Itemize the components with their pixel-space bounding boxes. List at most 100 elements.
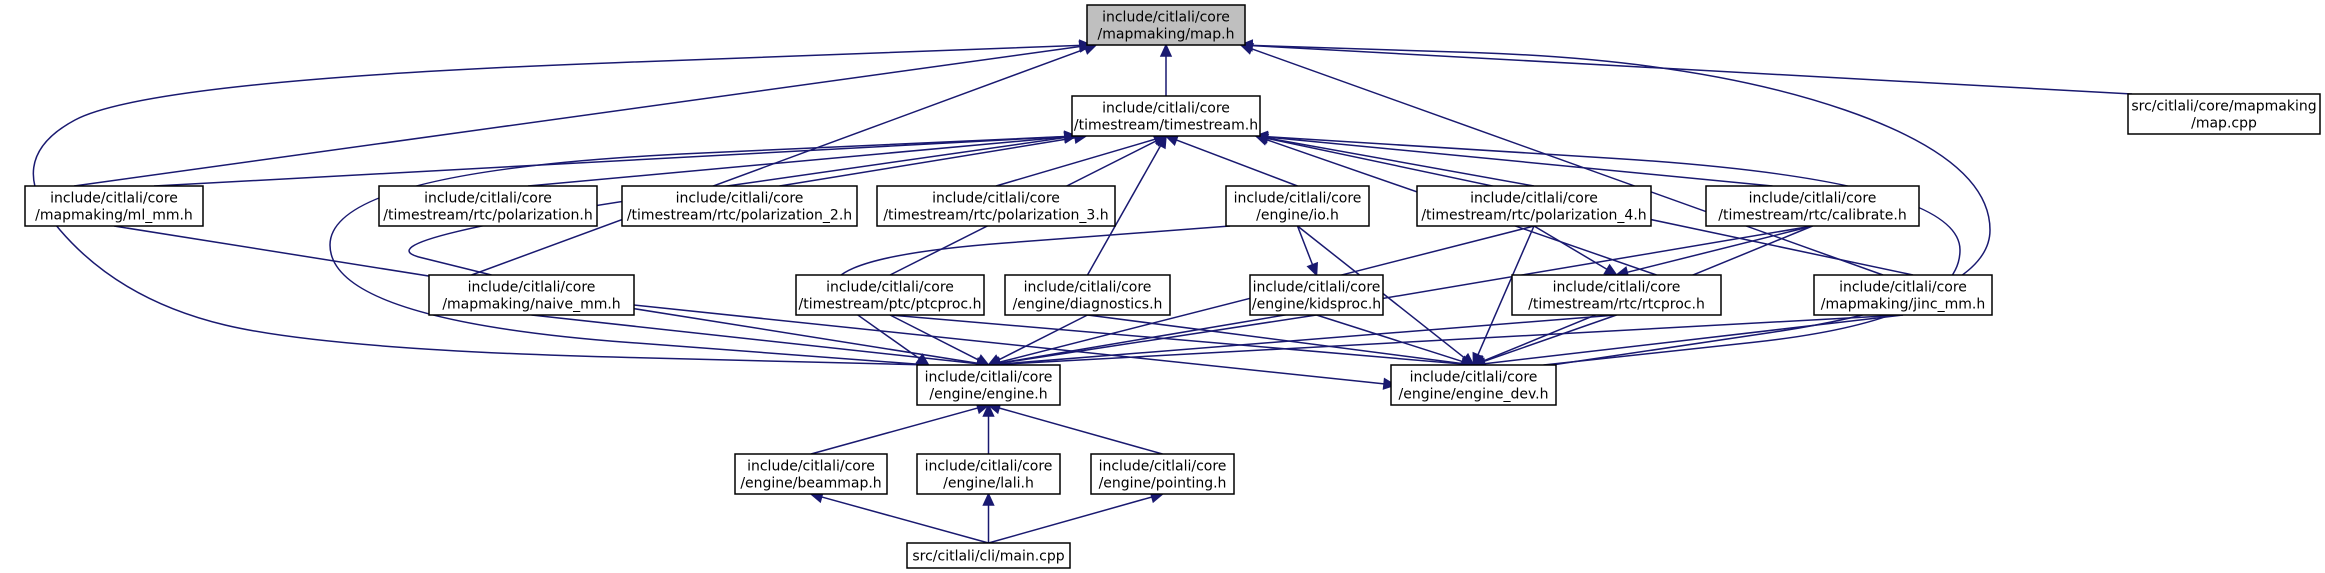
node-naive-mm-h[interactable]: include/citlali/core/mapmaking/naive_mm.… xyxy=(428,274,635,316)
node-map-h[interactable]: include/citlali/core/mapmaking/map.h xyxy=(1086,4,1246,46)
edge-pointing_h-to-engine_h xyxy=(986,402,1163,455)
edge-line xyxy=(1251,44,2133,95)
edge-engine_h-to-timestream_h xyxy=(329,130,1078,366)
edge-line xyxy=(1251,48,1884,276)
nodes-layer: include/citlali/core/mapmaking/map.h src/… xyxy=(24,4,2321,569)
node-engine-h[interactable]: include/citlali/core/engine/engine.h xyxy=(916,364,1061,406)
node-beammap-h[interactable]: include/citlali/core/engine/beammap.h xyxy=(734,453,888,495)
node-label-line: /timestream/rtc/polarization_3.h xyxy=(883,208,1108,224)
node-map-cpp[interactable]: src/citlali/core/mapmaking/map.cpp xyxy=(2127,93,2321,135)
node-box xyxy=(1390,364,1557,406)
node-box xyxy=(1416,185,1652,227)
node-label-line: include/citlali/core xyxy=(925,370,1053,386)
node-label-line: /mapmaking/naive_mm.h xyxy=(442,297,620,313)
arrow-head xyxy=(1063,130,1078,143)
edge-engine_h-to-map_h xyxy=(32,39,1093,366)
edge-lali_h-to-engine_h xyxy=(982,403,995,454)
node-label-line: include/citlali/core xyxy=(1102,101,1230,117)
arrow-head xyxy=(1239,39,1253,52)
edge-engine_dev_h-to-map_h xyxy=(1239,39,1991,366)
node-box xyxy=(1705,185,1920,227)
node-kidsproc-h[interactable]: include/citlali/core/engine/kidsproc.h xyxy=(1249,274,1384,316)
arrow-head xyxy=(915,353,930,367)
node-calibrate-h[interactable]: include/citlali/core/timestream/rtc/cali… xyxy=(1705,185,1920,227)
node-box xyxy=(2127,93,2321,135)
node-polarization-2-h[interactable]: include/citlali/core/timestream/rtc/pola… xyxy=(621,185,858,227)
edge-naive_mm_h-to-engine_dev_h xyxy=(633,304,1397,390)
node-box xyxy=(1511,274,1722,316)
node-polarization-4-h[interactable]: include/citlali/core/timestream/rtc/pola… xyxy=(1416,185,1652,227)
node-box xyxy=(428,274,635,316)
node-box xyxy=(621,185,858,227)
node-label-line: /timestream/ptc/ptcproc.h xyxy=(799,297,982,313)
edge-main_cpp-to-beammap_h xyxy=(809,491,989,544)
node-lali-h[interactable]: include/citlali/core/engine/lali.h xyxy=(916,453,1061,495)
node-label-line: /timestream/rtc/polarization.h xyxy=(383,208,592,224)
node-pointing-h[interactable]: include/citlali/core/engine/pointing.h xyxy=(1090,453,1235,495)
node-label-line: include/citlali/core xyxy=(1234,191,1362,207)
node-box xyxy=(1225,185,1370,227)
node-main-cpp[interactable]: src/citlali/cli/main.cpp xyxy=(906,542,1071,569)
arrow-head xyxy=(1154,134,1167,150)
node-io-h[interactable]: include/citlali/core/engine/io.h xyxy=(1225,185,1370,227)
node-timestream-h[interactable]: include/citlali/core/timestream/timestre… xyxy=(1071,95,1261,137)
arrow-head xyxy=(975,354,991,366)
node-polarization-3-h[interactable]: include/citlali/core/timestream/rtc/pola… xyxy=(876,185,1116,227)
node-label-line: src/citlali/core/mapmaking xyxy=(2131,99,2316,115)
edge-rtcproc_h-to-engine_h xyxy=(986,314,1617,371)
node-jinc-mm-h[interactable]: include/citlali/core/mapmaking/jinc_mm.h xyxy=(1813,274,1993,316)
node-ml-mm-h[interactable]: include/citlali/core/mapmaking/ml_mm.h xyxy=(24,185,204,227)
node-label-line: /mapmaking/map.h xyxy=(1098,27,1235,43)
node-label-line: include/citlali/core xyxy=(1553,280,1681,296)
node-box xyxy=(1086,4,1246,46)
edge-line xyxy=(1251,44,1991,366)
node-label-line: include/citlali/core xyxy=(1253,280,1381,296)
edge-line xyxy=(471,48,1086,276)
node-label-line: /engine/lali.h xyxy=(943,476,1034,492)
node-label-line: /engine/io.h xyxy=(1256,208,1339,224)
node-engine-dev-h[interactable]: include/citlali/core/engine/engine_dev.h xyxy=(1390,364,1557,406)
node-label-line: /timestream/rtc/polarization_2.h xyxy=(627,208,852,224)
arrow-head xyxy=(1382,377,1397,390)
node-label-line: /mapmaking/ml_mm.h xyxy=(35,208,193,224)
edge-line xyxy=(995,138,1156,187)
edge-line xyxy=(633,304,1385,385)
edge-line xyxy=(988,496,1153,544)
node-box xyxy=(1071,95,1261,137)
node-label-line: include/citlali/core xyxy=(1749,191,1877,207)
node-rtcproc-h[interactable]: include/citlali/core/timestream/rtc/rtcp… xyxy=(1511,274,1722,316)
edge-line xyxy=(999,314,1317,365)
edge-line xyxy=(32,44,1081,366)
edge-main_cpp-to-pointing_h xyxy=(988,491,1165,544)
edge-polarization_4_h-to-rtcproc_h xyxy=(1533,225,1619,276)
edge-line xyxy=(779,137,1076,187)
edge-line xyxy=(531,314,978,365)
edge-line xyxy=(329,135,1066,366)
node-box xyxy=(876,185,1116,227)
node-label-line: include/citlali/core xyxy=(747,459,875,475)
edge-line xyxy=(527,136,1066,187)
arrow-head xyxy=(982,403,995,417)
node-label-line: /engine/engine_dev.h xyxy=(1399,387,1549,403)
edge-line xyxy=(153,135,1066,187)
node-box xyxy=(24,185,204,227)
edge-jinc_mm_h-to-map_h xyxy=(1239,43,1884,276)
arrow-head xyxy=(982,492,995,506)
node-label-line: /engine/engine.h xyxy=(929,387,1047,403)
node-label-line: include/citlali/core xyxy=(1839,280,1967,296)
edge-timestream_h-to-map_h xyxy=(1159,43,1173,96)
edge-line xyxy=(998,407,1163,455)
node-polarization-h[interactable]: include/citlali/core/timestream/rtc/pola… xyxy=(378,185,598,227)
edge-line xyxy=(1266,136,1773,187)
node-box xyxy=(916,453,1061,495)
edge-line xyxy=(1296,225,1314,266)
node-label-line: include/citlali/core xyxy=(1099,459,1227,475)
node-label-line: include/citlali/core xyxy=(925,459,1053,475)
edge-line xyxy=(999,314,1617,365)
node-ptcproc-h[interactable]: include/citlali/core/timestream/ptc/ptcp… xyxy=(795,274,985,316)
node-diagnostics-h[interactable]: include/citlali/core/engine/diagnostics.… xyxy=(1004,274,1171,316)
node-box xyxy=(1090,453,1235,495)
edge-line xyxy=(821,496,989,544)
edge-line xyxy=(999,225,1813,364)
